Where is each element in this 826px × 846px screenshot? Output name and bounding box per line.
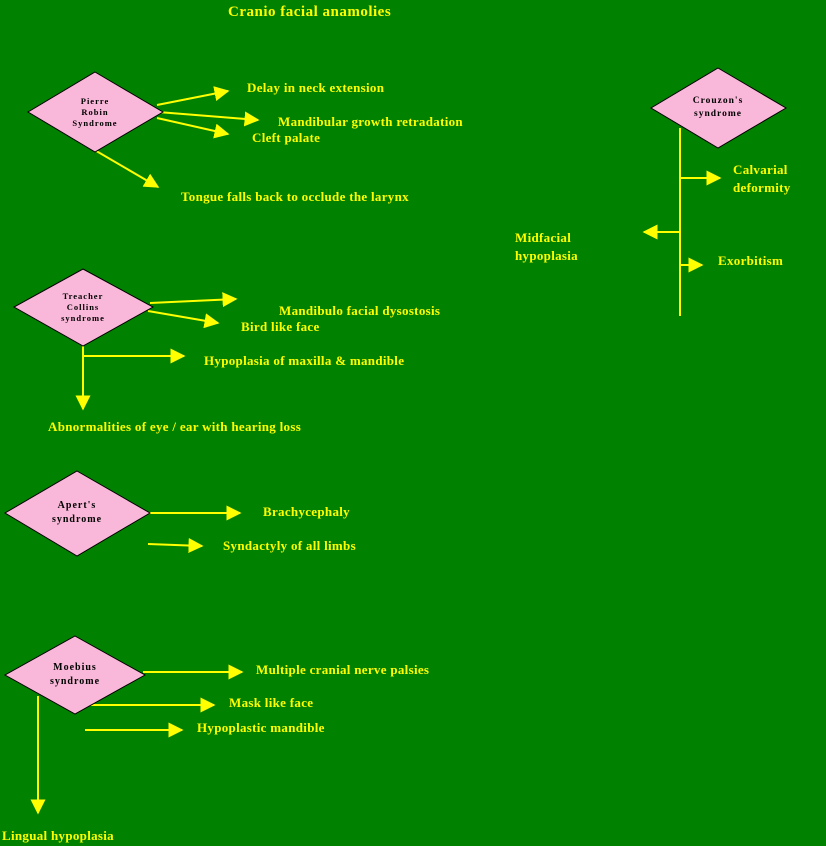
label-tongue-falls-back: Tongue falls back to occlude the larynx: [181, 189, 409, 204]
label-delay-in-neck-extension: Delay in neck extension: [247, 80, 385, 95]
arrow-pierre-delay: [156, 86, 230, 106]
label-bird-like-face: Bird like face: [241, 319, 320, 334]
label-cleft-palate: Cleft palate: [252, 130, 321, 145]
arrow-pierre-cleft: [156, 117, 230, 139]
arrow-treacher-mandibulo: [149, 292, 238, 308]
diamond-aperts: [4, 470, 151, 557]
label-hypoplasia-maxilla-mandible: Hypoplasia of maxilla & mandible: [204, 353, 405, 368]
node-label-crouzon: Crouzon's syndrome: [692, 96, 744, 119]
diamond-moebius: [3, 635, 147, 715]
arrow-apert-syndactyly: [147, 538, 204, 553]
arrow-treacher-bird: [147, 310, 220, 329]
label-brachycephaly: Brachycephaly: [263, 504, 350, 519]
node-label-pierre-robin: Pierre Robin Syndrome: [72, 95, 118, 128]
label-mask-like-face: Mask like face: [229, 695, 314, 710]
label-syndactyly-all-limbs: Syndactyly of all limbs: [223, 538, 356, 553]
arrow-pierre-mandibular: [157, 111, 260, 127]
label-multiple-cranial-nerve-palsies: Multiple cranial nerve palsies: [256, 662, 430, 677]
node-label-treacher-collins: Treacher Collins syndrome: [61, 290, 105, 323]
label-mandibular-growth-retradation: Mandibular growth retradation: [278, 114, 463, 129]
label-exorbitism: Exorbitism: [718, 253, 784, 268]
label-lingual-hypoplasia: Lingual hypoplasia: [2, 828, 114, 843]
node-label-moebius: Moebius syndrome: [49, 662, 101, 687]
label-calvarial-deformity: Calvarial deformity: [733, 162, 791, 195]
diagram-title: Cranio facial anamolies: [228, 4, 392, 20]
label-abnormalities-eye-ear: Abnormalities of eye / ear with hearing …: [48, 419, 302, 434]
label-hypoplastic-mandible: Hypoplastic mandible: [197, 720, 325, 735]
diamond-crouzon: [650, 67, 787, 149]
label-mandibulo-facial-dysostosis: Mandibulo facial dysostosis: [279, 303, 441, 318]
diamond-pierre-robin: [27, 71, 164, 153]
node-label-aperts: Apert's syndrome: [51, 500, 103, 525]
diamond-treacher-collins: [12, 268, 155, 347]
label-midfacial-hypoplasia: Midfacial hypoplasia: [515, 230, 578, 263]
